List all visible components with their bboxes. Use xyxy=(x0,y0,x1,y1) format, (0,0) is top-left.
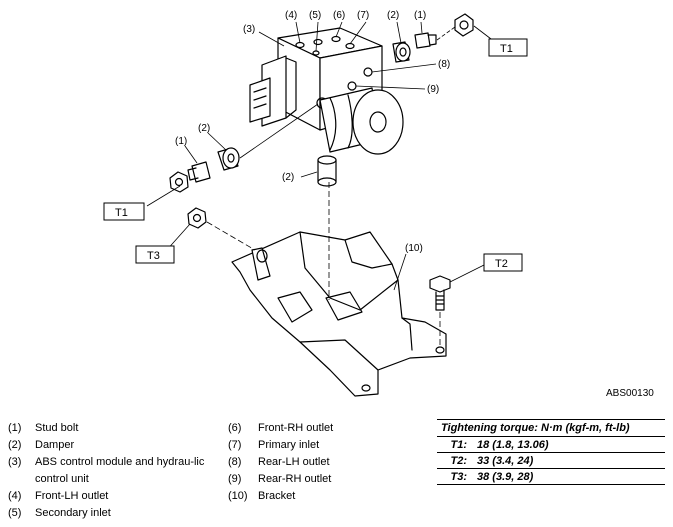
legend-item: (5) Secondary inlet xyxy=(8,505,213,522)
nut-left xyxy=(169,171,189,193)
callout-2-top: (2) xyxy=(387,10,399,21)
callout-9: (9) xyxy=(427,84,439,95)
callout-5: (5) xyxy=(309,10,321,21)
torque-tag-t3: T3 xyxy=(147,250,160,262)
legend-item: (8) Rear-LH outlet xyxy=(228,454,378,471)
torque-key: T3: xyxy=(450,471,468,483)
legend-text: Rear-LH outlet xyxy=(258,456,330,468)
torque-value: 33 (3.4, 24) xyxy=(477,455,534,467)
torque-row: T1: 18 (1.8, 13.06) xyxy=(437,437,665,453)
legend-number: (7) xyxy=(228,439,242,451)
callout-6: (6) xyxy=(333,10,345,21)
torque-tag-t1-top: T1 xyxy=(500,43,513,55)
callout-1-left: (1) xyxy=(175,136,187,147)
legend-number: (6) xyxy=(228,422,242,434)
torque-tag-t2: T2 xyxy=(495,258,508,270)
abs-hydraulic-unit xyxy=(249,27,404,155)
legend-item: (3) ABS control module and hydrau-lic con… xyxy=(8,454,213,488)
torque-table-header: Tightening torque: N·m (kgf-m, ft-lb) xyxy=(437,419,665,437)
damper-top xyxy=(392,41,411,63)
legend-number: (9) xyxy=(228,473,242,485)
legend-item: (6) Front-RH outlet xyxy=(228,420,378,437)
legend-item: (1) Stud bolt xyxy=(8,420,213,437)
legend-text: Damper xyxy=(35,439,75,451)
torque-tag-t1-left: T1 xyxy=(115,207,128,219)
stud-bolt-left xyxy=(187,161,211,183)
damper-lower xyxy=(317,155,337,187)
callout-3: (3) xyxy=(243,24,255,35)
legend-item: (4) Front-LH outlet xyxy=(8,488,213,505)
legend-number: (4) xyxy=(8,490,22,502)
torque-row: T3: 38 (3.9, 28) xyxy=(437,469,665,485)
nut-top xyxy=(454,13,474,37)
torque-value: 38 (3.9, 28) xyxy=(477,471,534,483)
legend-text: Stud bolt xyxy=(35,422,79,434)
torque-value: 18 (1.8, 13.06) xyxy=(477,439,549,451)
callout-2-left: (2) xyxy=(198,123,210,134)
legend-item: (9) Rear-RH outlet xyxy=(228,471,378,488)
legend-text: Rear-RH outlet xyxy=(258,473,332,485)
legend-text: Secondary inlet xyxy=(35,507,111,519)
legend-number: (10) xyxy=(228,490,248,502)
legend-number: (2) xyxy=(8,439,22,451)
callout-8: (8) xyxy=(438,59,450,70)
torque-row: T2: 33 (3.4, 24) xyxy=(437,453,665,469)
legend-item: (10) Bracket xyxy=(228,488,378,505)
callout-10: (10) xyxy=(405,243,423,254)
legend-text: Front-RH outlet xyxy=(258,422,334,434)
torque-key: T1: xyxy=(450,439,468,451)
legend-number: (5) xyxy=(8,507,22,519)
stud-bolt-top xyxy=(414,32,437,49)
legend-number: (8) xyxy=(228,456,242,468)
legend-text: ABS control module and hydrau-lic contro… xyxy=(35,456,205,485)
torque-table: Tightening torque: N·m (kgf-m, ft-lb) T1… xyxy=(437,419,665,485)
legend-item: (7) Primary inlet xyxy=(228,437,378,454)
leader-lines xyxy=(146,21,496,346)
legend-left: (1) Stud bolt (2) Damper (3) ABS control mo… xyxy=(8,420,213,522)
legend-item: (2) Damper xyxy=(8,437,213,454)
legend-text: Primary inlet xyxy=(258,439,320,451)
damper-left xyxy=(217,147,240,171)
bolt-t2 xyxy=(429,275,451,311)
legend-text: Front-LH outlet xyxy=(35,490,109,502)
callout-7: (7) xyxy=(357,10,369,21)
legend-number: (3) xyxy=(8,456,22,468)
legend-text: Bracket xyxy=(258,490,296,502)
callout-4: (4) xyxy=(285,10,297,21)
callout-2-lower: (2) xyxy=(282,172,294,183)
legend-number: (1) xyxy=(8,422,22,434)
nut-t3 xyxy=(187,207,207,229)
bracket xyxy=(231,231,447,397)
legend-middle: (6) Front-RH outlet (7) Primary inlet (8) R… xyxy=(228,420,378,505)
figure-code: ABS00130 xyxy=(606,388,654,399)
torque-key: T2: xyxy=(450,455,468,467)
callout-1-top: (1) xyxy=(414,10,426,21)
